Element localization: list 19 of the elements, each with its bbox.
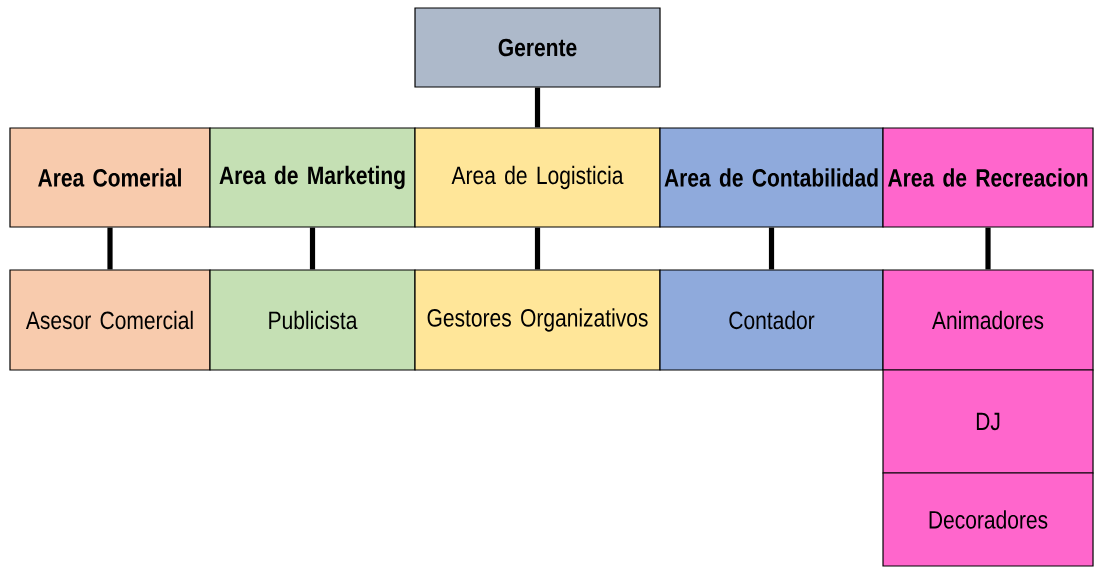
org-box: Area de Recreacion	[882, 127, 1094, 228]
org-box: Contador	[659, 269, 884, 371]
org-box: Decoradores	[882, 472, 1094, 567]
org-box: Area de Contabilidad	[659, 127, 884, 228]
org-box: Gestores Organizativos	[414, 269, 661, 371]
org-box: Area de Logisticia	[414, 127, 661, 228]
connector-line	[985, 227, 991, 270]
connector-line	[534, 227, 541, 270]
org-box: Publicista	[209, 269, 416, 371]
connector-line	[309, 227, 316, 270]
org-box: Asesor Comercial	[9, 269, 211, 371]
connector-line	[534, 87, 541, 128]
org-box: DJ	[882, 369, 1094, 474]
connector-line	[107, 227, 113, 270]
org-box: Area Comerial	[9, 127, 211, 228]
org-box: Gerente	[414, 7, 661, 88]
connector-line	[768, 227, 775, 270]
org-box: Animadores	[882, 269, 1094, 371]
org-box: Area de Marketing	[209, 127, 416, 228]
